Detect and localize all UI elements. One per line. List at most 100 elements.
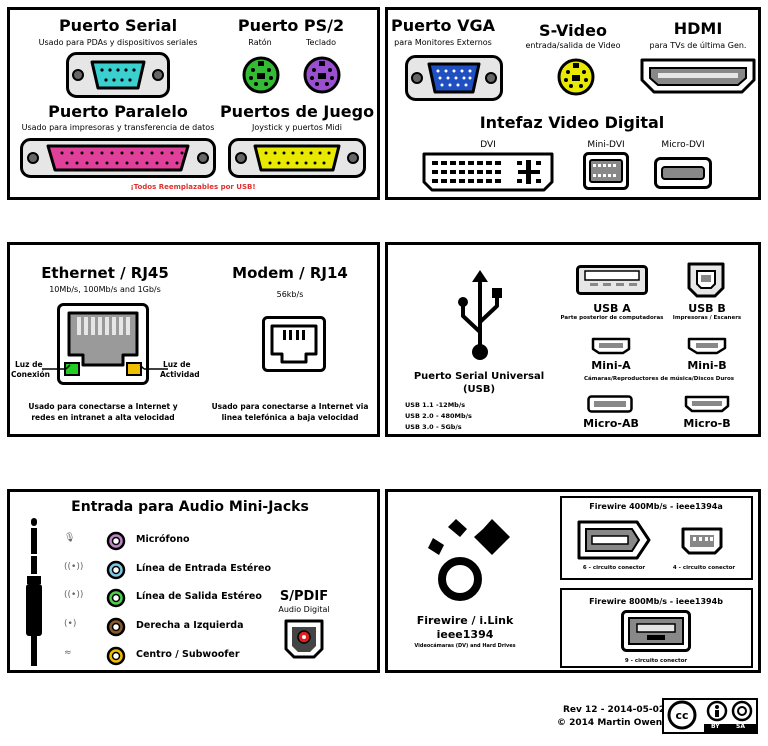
audio-jack-icon bbox=[106, 560, 126, 580]
link-light-label-1: Luz de bbox=[15, 360, 43, 369]
cc-by-label: BY bbox=[711, 723, 720, 730]
usb-title-1: Puerto Serial Universal bbox=[413, 371, 545, 382]
usb-title-2: (USB) bbox=[462, 384, 496, 395]
ps2-port-title: Puerto PS/2 bbox=[237, 16, 345, 35]
usb-speed-3: USB 3.0 - 5Gb/s bbox=[405, 423, 462, 431]
microphone-icon: 🎙 bbox=[64, 533, 76, 543]
serial-port-desc: Usado para PDAs y dispositivos seriales bbox=[38, 38, 198, 47]
firewire-6pin-icon bbox=[577, 520, 651, 560]
audio-jack-icon bbox=[106, 646, 126, 666]
serial-port-title: Puerto Serial bbox=[58, 16, 178, 35]
micro-ab-label: Micro-AB bbox=[583, 417, 639, 430]
activity-light-label-1: Luz de bbox=[163, 360, 191, 369]
surround-icon: (•) bbox=[64, 619, 77, 629]
audio-plug-icon bbox=[26, 518, 42, 666]
usb-b-label: USB B bbox=[688, 302, 726, 315]
audio-jack-icon bbox=[106, 588, 126, 608]
cc-license-badge-icon: cc bbox=[662, 698, 758, 734]
ethernet-desc-1: Usado para conectarse a Internet y bbox=[28, 402, 178, 411]
firewire-desc: Videocámaras (DV) and Hard Drives bbox=[414, 643, 516, 649]
ethernet-title: Ethernet / RJ45 bbox=[41, 264, 169, 282]
usb-speed-2: USB 2.0 - 480Mb/s bbox=[405, 412, 472, 420]
usb-b-port-icon bbox=[687, 262, 725, 298]
spdif-title: S/PDIF bbox=[279, 589, 329, 604]
firewire-9pin-icon bbox=[621, 610, 691, 652]
svideo-port-icon bbox=[557, 58, 595, 96]
vga-port-title: Puerto VGA bbox=[391, 16, 495, 35]
svideo-desc: entrada/salida de Video bbox=[525, 41, 621, 50]
usb-speed-1: USB 1.1 -12Mb/s bbox=[405, 401, 466, 409]
firewire-6pin-label: 6 - circuito conector bbox=[582, 565, 646, 571]
mini-a-label: Mini-A bbox=[591, 359, 631, 372]
firewire-title-2: ieee1394 bbox=[436, 628, 494, 641]
hdmi-port-icon bbox=[640, 58, 756, 94]
audio-jack-label: Línea de Entrada Estéreo bbox=[136, 563, 271, 574]
dvi-label: DVI bbox=[480, 140, 496, 150]
parallel-port-title: Puerto Paralelo bbox=[48, 102, 188, 121]
svg-text:cc: cc bbox=[675, 709, 688, 722]
ethernet-speeds: 10Mb/s, 100Mb/s and 1Gb/s bbox=[49, 285, 161, 294]
modem-title: Modem / RJ14 bbox=[232, 264, 348, 282]
audio-jack-icon bbox=[106, 617, 126, 637]
parallel-port-icon bbox=[20, 138, 216, 178]
firewire-4pin-icon bbox=[681, 527, 723, 555]
dvi-port-icon bbox=[422, 152, 554, 192]
micro-b-port-icon bbox=[684, 395, 730, 413]
modem-desc-2: linea telefónica a baja velocidad bbox=[221, 413, 359, 422]
hdmi-title: HDMI bbox=[673, 19, 723, 38]
activity-light-label-2: Actividad bbox=[160, 370, 200, 379]
game-port-title: Puertos de Juego bbox=[219, 102, 375, 121]
ps2-mouse-icon bbox=[242, 56, 280, 94]
firewire-800-title: Firewire 800Mb/s - ieee1394b bbox=[589, 597, 723, 606]
spdif-desc: Audio Digital bbox=[278, 605, 330, 614]
firewire-4pin-label: 4 - circuito conector bbox=[672, 565, 736, 571]
cc-sa-label: SA bbox=[736, 723, 745, 730]
subwoofer-icon: ≈ bbox=[64, 648, 72, 658]
ps2-keyboard-icon bbox=[303, 56, 341, 94]
revision-text: Rev 12 - 2014-05-02 bbox=[563, 705, 666, 715]
ethernet-desc-2: redes en intranet a alta velocidad bbox=[31, 413, 175, 422]
line-in-icon: ((•)) bbox=[64, 562, 84, 572]
vga-port-desc: para Monitores Externos bbox=[394, 38, 492, 47]
line-out-icon: ((•)) bbox=[64, 590, 84, 600]
audio-jack-icon bbox=[106, 531, 126, 551]
minidvi-label: Mini-DVI bbox=[587, 140, 625, 150]
usb-trident-icon bbox=[458, 270, 502, 360]
ps2-mouse-label: Ratón bbox=[248, 38, 272, 47]
audio-jack-label: Derecha a Izquierda bbox=[136, 620, 244, 631]
firewire-400-title: Firewire 400Mb/s - ieee1394a bbox=[589, 502, 723, 511]
minidvi-port-icon bbox=[583, 152, 629, 190]
microdvi-label: Micro-DVI bbox=[661, 140, 705, 150]
vga-port-icon bbox=[405, 55, 503, 101]
modem-port-icon bbox=[262, 316, 326, 372]
mini-usb-desc: Cámaras/Reproductores de música/Discos D… bbox=[583, 376, 735, 382]
ps2-keyboard-label: Teclado bbox=[306, 38, 336, 47]
audio-jack-label: Línea de Salida Estéreo bbox=[136, 591, 262, 602]
game-port-desc: Joystick y puertos Midi bbox=[252, 123, 342, 132]
modem-speed: 56kb/s bbox=[276, 290, 304, 299]
audio-ports-panel bbox=[7, 489, 380, 673]
ethernet-light-leader-lines bbox=[42, 364, 168, 370]
audio-jack-label: Centro / Subwoofer bbox=[136, 649, 240, 660]
micro-ab-port-icon bbox=[587, 395, 633, 413]
usb-replaceable-note: ¡Todos Reemplazables por USB! bbox=[130, 183, 256, 191]
firewire-title-1: Firewire / i.Link bbox=[416, 614, 514, 627]
mini-b-label: Mini-B bbox=[687, 359, 727, 372]
copyright-text: © 2014 Martin Owens bbox=[557, 718, 668, 728]
micro-b-label: Micro-B bbox=[683, 417, 731, 430]
link-light-label-2: Conexión bbox=[11, 370, 50, 379]
game-port-icon bbox=[228, 138, 366, 178]
ethernet-port-icon bbox=[57, 303, 149, 385]
parallel-port-desc: Usado para impresoras y transferencia de… bbox=[21, 123, 215, 132]
audio-jack-label: Micrófono bbox=[136, 534, 190, 545]
serial-port-icon bbox=[66, 52, 170, 98]
usb-a-label: USB A bbox=[593, 302, 631, 315]
hdmi-desc: para TVs de última Gen. bbox=[649, 41, 747, 50]
firewire-logo-icon bbox=[428, 519, 510, 601]
modem-desc-1: Usado para conectarse a Internet via bbox=[211, 402, 369, 411]
mini-b-port-icon bbox=[687, 337, 727, 355]
microdvi-port-icon bbox=[654, 157, 712, 189]
usb-a-port-icon bbox=[576, 265, 648, 295]
firewire-9pin-label: 9 - circuito conector bbox=[624, 658, 688, 664]
digital-video-section-title: Intefaz Video Digital bbox=[479, 113, 665, 132]
